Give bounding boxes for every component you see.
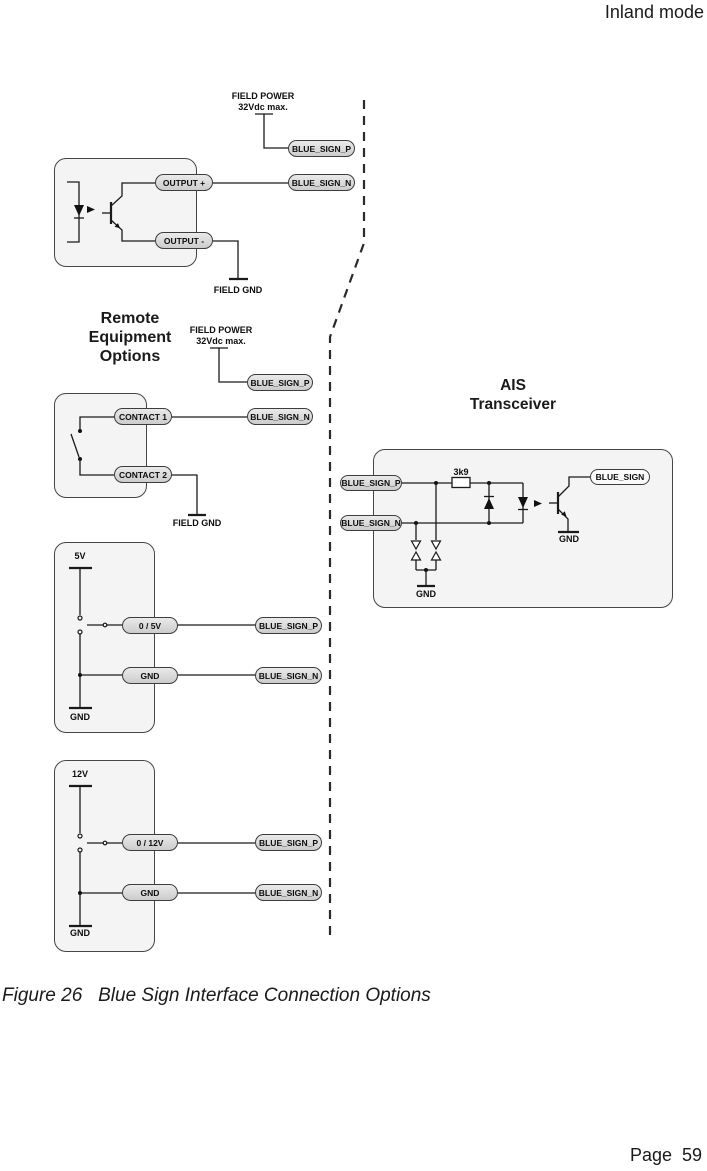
pill-blue-sign-p: BLUE_SIGN_P [247,374,313,391]
pill-output-plus: OUTPUT + [155,174,213,191]
pill-contact-2: CONTACT 2 [114,466,172,483]
pill-blue-sign-p: BLUE_SIGN_P [255,834,322,851]
switched-5v-box [54,542,155,733]
ais-input-wires [402,476,590,588]
pill-output-minus: OUTPUT - [155,232,213,249]
pill-gnd: GND [122,884,178,901]
light-arrow-icon [87,206,95,213]
field-power-label: FIELD POWER 32Vdc max. [231,91,295,112]
light-arrow-icon [534,500,542,507]
pill-blue-sign-p: BLUE_SIGN_P [255,617,322,634]
resistor-value-label: 3k9 [453,467,469,477]
field-power-label: FIELD POWER 32Vdc max. [189,325,253,346]
rail-12v-label: 12V [71,769,89,779]
field-gnd-label: FIELD GND [213,285,263,295]
gnd-label: GND [70,712,90,722]
pill-0-12v: 0 / 12V [122,834,178,851]
pill-blue-sign-p: BLUE_SIGN_P [340,475,402,491]
tvs-suppressor-symbols [410,483,442,588]
pill-contact-1: CONTACT 1 [114,408,172,425]
pill-blue-sign-n: BLUE_SIGN_N [288,174,355,191]
switch-blade-icon [70,433,80,458]
pill-blue-sign-p: BLUE_SIGN_P [288,140,355,157]
output-section-wires [213,113,288,281]
gnd-label: GND [559,534,579,544]
page-header: Inland mode [604,2,704,22]
optocoupler-symbol [67,181,155,243]
page-footer: Page 59 [629,1145,702,1165]
gnd-label: GND [70,928,90,938]
field-gnd-label: FIELD GND [172,518,222,528]
pill-blue-sign-n: BLUE_SIGN_N [255,667,322,684]
resistor-symbol [451,476,471,489]
ais-transceiver-title: AIS Transceiver [469,377,557,413]
switched-5v-wires [69,566,255,710]
switched-12v-wires [69,784,255,928]
protection-diode-symbol [484,483,494,523]
pill-gnd: GND [122,667,178,684]
pill-blue-sign-n: BLUE_SIGN_N [340,515,402,531]
optocoupler-led-symbol [518,483,542,523]
dashed-separator-line [328,100,366,935]
remote-equipment-title: Remote Equipment Options [88,310,172,365]
pill-blue-sign-n: BLUE_SIGN_N [255,884,322,901]
pill-blue-sign: BLUE_SIGN [590,469,650,485]
switched-12v-box [54,760,155,952]
contact-section-wires [70,347,247,517]
phototransistor-symbol [549,476,590,534]
pill-0-5v: 0 / 5V [122,617,178,634]
pill-blue-sign-n: BLUE_SIGN_N [247,408,313,425]
rail-5v-label: 5V [74,551,86,561]
gnd-label: GND [416,589,436,599]
figure-caption: Figure 26 Blue Sign Interface Connection… [2,985,431,1006]
